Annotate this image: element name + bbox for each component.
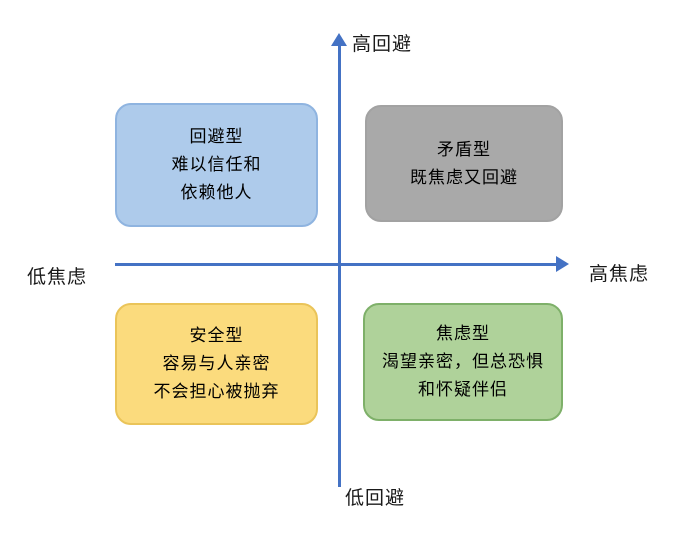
axis-label-high-anxiety: 高焦虑: [589, 263, 650, 285]
quadrant-secure-desc-line1: 容易与人亲密: [162, 354, 271, 374]
vertical-axis-line: [338, 46, 341, 487]
quadrant-avoidant-desc-line1: 难以信任和: [171, 155, 262, 175]
quadrant-anxious-title: 焦虑型: [436, 324, 490, 344]
quadrant-anxious-desc-line2: 和怀疑伴侣: [418, 380, 508, 400]
arrow-right-icon: [556, 256, 569, 272]
quadrant-anxious: 焦虑型 渴望亲密，但总恐惧 和怀疑伴侣: [363, 303, 563, 421]
quadrant-ambivalent-desc-line1: 既焦虑又回避: [410, 167, 518, 188]
arrow-up-icon: [331, 33, 347, 46]
quadrant-avoidant-title: 回避型: [189, 127, 244, 147]
quadrant-avoidant-desc-line2: 依赖他人: [180, 183, 253, 203]
quadrant-avoidant: 回避型 难以信任和 依赖他人: [115, 103, 318, 227]
quadrant-secure-desc-line2: 不会担心被抛弃: [153, 382, 280, 402]
quadrant-secure: 安全型 容易与人亲密 不会担心被抛弃: [115, 303, 318, 425]
horizontal-axis-line: [115, 263, 556, 266]
quadrant-ambivalent: 矛盾型 既焦虑又回避: [365, 105, 563, 222]
axis-label-high-avoidance: 高回避: [352, 33, 413, 55]
quadrant-anxious-desc-line1: 渴望亲密，但总恐惧: [382, 352, 544, 372]
axis-label-low-avoidance: 低回避: [345, 487, 406, 509]
quadrant-ambivalent-title: 矛盾型: [437, 139, 491, 160]
quadrant-secure-title: 安全型: [189, 326, 244, 346]
axis-label-low-anxiety: 低焦虑: [27, 266, 88, 288]
